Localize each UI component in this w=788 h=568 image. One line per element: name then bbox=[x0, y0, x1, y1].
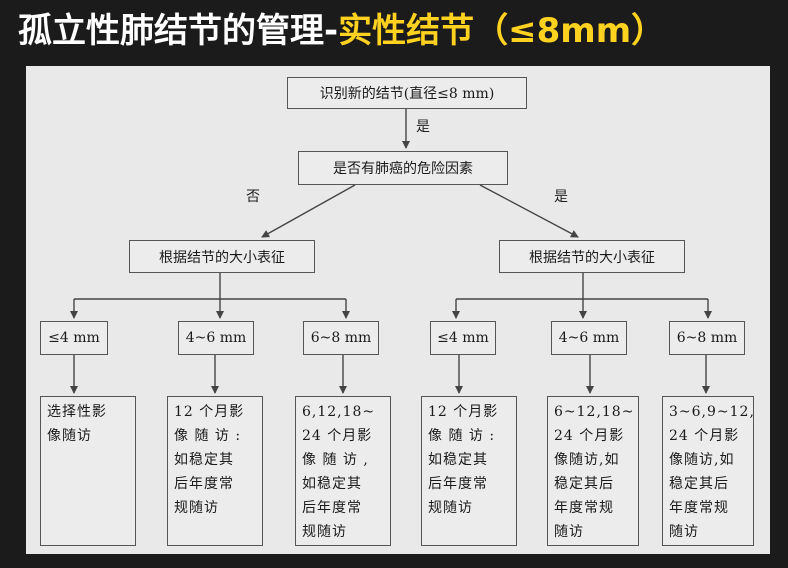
left-size-node: 根据结节的大小表征 bbox=[129, 240, 315, 273]
right-outcome-6to8: 3~6,9~12, 24 个月影 像随访,如 稳定其后 年度常规 随访 bbox=[662, 396, 754, 546]
right-size-4to6-label: 4~6 mm bbox=[558, 330, 620, 346]
left-size-6to8-label: 6~8 mm bbox=[310, 330, 372, 346]
risk-factor-question: 是否有肺癌的危险因素 bbox=[298, 151, 508, 185]
left-size-4to6: 4~6 mm bbox=[178, 321, 254, 355]
start-yes-label: 是 bbox=[416, 119, 430, 135]
right-size-6to8-label: 6~8 mm bbox=[676, 330, 738, 346]
right-size-node-label: 根据结节的大小表征 bbox=[529, 249, 655, 266]
title-main: 孤立性肺结节的管理- bbox=[18, 11, 339, 51]
start-node-label: 识别新的结节(直径≤8 mm) bbox=[319, 86, 495, 102]
branch-yes-label: 是 bbox=[554, 189, 568, 205]
right-outcome-4to6: 6~12,18~ 24 个月影 像随访,如 稳定其后 年度常规 随访 bbox=[547, 396, 639, 546]
slide-title: 孤立性肺结节的管理-实性结节（≤8mm） bbox=[18, 6, 778, 56]
right-size-node: 根据结节的大小表征 bbox=[499, 240, 685, 273]
flowchart-panel bbox=[26, 66, 770, 554]
left-outcome-le4: 选择性影 像随访 bbox=[40, 396, 136, 546]
start-node: 识别新的结节(直径≤8 mm) bbox=[287, 77, 527, 109]
risk-factor-question-label: 是否有肺癌的危险因素 bbox=[333, 161, 473, 177]
title-highlight: 实性结节（≤8mm） bbox=[338, 11, 666, 51]
left-size-4to6-label: 4~6 mm bbox=[185, 330, 247, 346]
left-outcome-4to6: 12 个月影 像 随 访 : 如稳定其 后年度常 规随访 bbox=[167, 396, 263, 546]
right-size-6to8: 6~8 mm bbox=[669, 321, 745, 355]
right-size-le4-label: ≤4 mm bbox=[437, 330, 489, 346]
right-size-4to6: 4~6 mm bbox=[551, 321, 627, 355]
left-outcome-6to8: 6,12,18~ 24 个月影 像 随 访 , 如稳定其 后年度常 规随访 bbox=[295, 396, 391, 546]
left-size-le4: ≤4 mm bbox=[40, 321, 108, 355]
left-size-node-label: 根据结节的大小表征 bbox=[159, 249, 285, 266]
left-size-6to8: 6~8 mm bbox=[303, 321, 379, 355]
left-size-le4-label: ≤4 mm bbox=[48, 330, 100, 346]
branch-no-label: 否 bbox=[246, 189, 260, 205]
right-outcome-le4: 12 个月影 像 随 访 : 如稳定其 后年度常 规随访 bbox=[421, 396, 517, 546]
right-size-le4: ≤4 mm bbox=[430, 321, 496, 355]
